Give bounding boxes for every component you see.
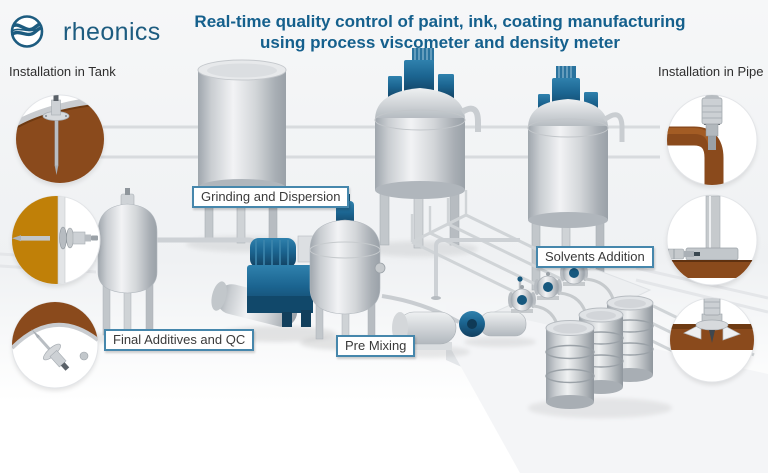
inset-tank-top-mount-sensor (15, 94, 105, 186)
label-grinding-and-dispersion: Grinding and Dispersion (192, 186, 350, 208)
heading-installation-in-tank: Installation in Tank (9, 64, 116, 79)
page-title-line1: Real-time quality control of paint, ink,… (194, 12, 686, 31)
inset-pipe-clamp-sensor (669, 297, 755, 385)
label-pre-mixing: Pre Mixing (336, 335, 416, 357)
transfer-pump (459, 311, 536, 347)
inset-pipe-elbow-sensor (666, 94, 758, 188)
brand-logo: rheonics (20, 13, 161, 49)
heading-installation-in-pipe: Installation in Pipe (658, 64, 764, 79)
brand-name: rheonics (63, 17, 161, 46)
label-solvents-addition: Solvents Addition (536, 246, 654, 268)
storage-tank (186, 59, 298, 252)
product-drums (528, 295, 672, 418)
inset-pipe-tee-sensor (666, 194, 758, 288)
inset-tank-side-mount-sensor (11, 195, 101, 287)
logo-spacer (20, 13, 56, 49)
rheonics-logo-icon (10, 15, 44, 48)
page-title-line2: using process viscometer and density met… (260, 33, 620, 52)
page-title: Real-time quality control of paint, ink,… (140, 11, 740, 53)
label-final-additives-and-qc: Final Additives and QC (104, 329, 255, 351)
disperser-tank (362, 48, 481, 257)
inset-tank-bottom-mount-sensor (11, 301, 99, 391)
